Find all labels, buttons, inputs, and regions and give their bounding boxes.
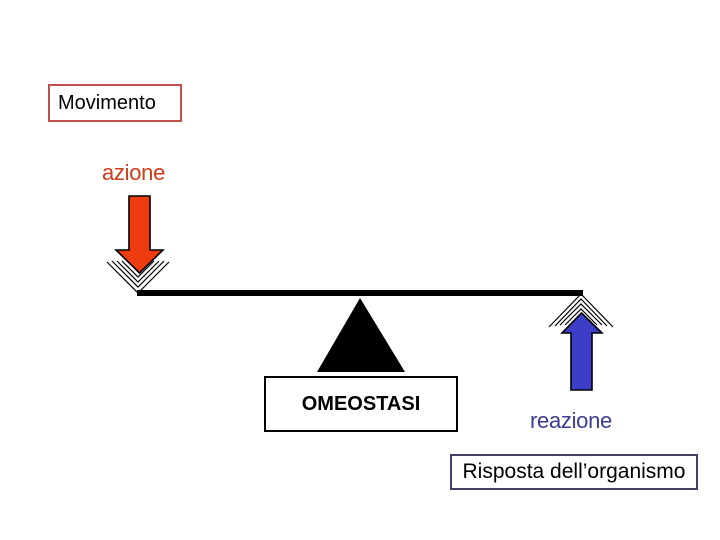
impact-lines-right	[548, 293, 614, 328]
reaction-up-arrow	[560, 311, 604, 391]
movimento-box: Movimento	[48, 84, 182, 122]
omeostasi-label: OMEOSTASI	[301, 392, 421, 415]
action-down-arrow	[114, 195, 165, 275]
movimento-label: Movimento	[58, 91, 156, 114]
risposta-box: Risposta dell’organismo	[450, 454, 698, 490]
reazione-label: reazione	[530, 408, 612, 433]
omeostasi-box: OMEOSTASI	[264, 376, 458, 432]
seesaw-beam	[137, 290, 583, 296]
azione-label: azione	[102, 160, 166, 185]
fulcrum-triangle	[317, 298, 405, 372]
risposta-label: Risposta dell’organismo	[462, 460, 686, 483]
